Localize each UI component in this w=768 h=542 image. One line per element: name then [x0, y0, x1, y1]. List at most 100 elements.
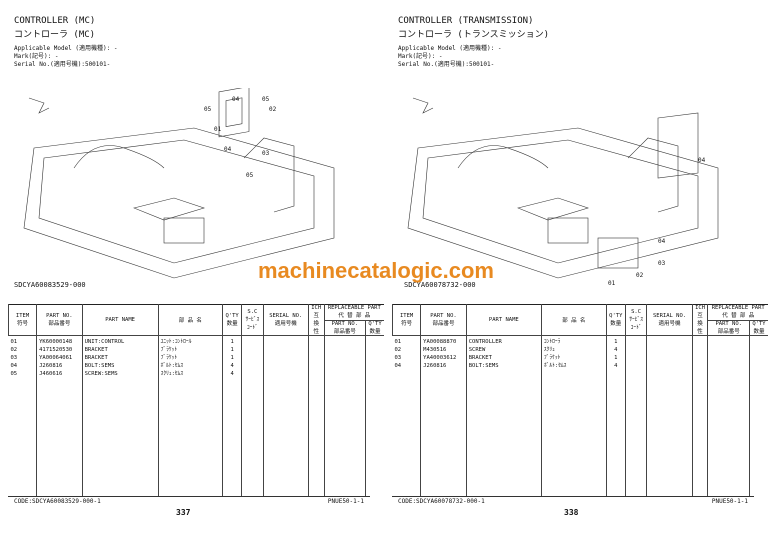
header-serial: SERIAL NO. 適用号機	[646, 304, 693, 336]
jp-name-col: ｺﾝﾄﾛｰﾗ ｽｸﾘｭ ﾌﾞﾗｹｯﾄ ﾎﾞﾙﾄ:ｾﾑｽ	[540, 335, 607, 496]
table-cell: 03	[10, 355, 18, 361]
applicable-model: Applicable Model (適用機種): -	[14, 45, 118, 52]
page-code: CODE:SDCYA60083529-000-1	[14, 498, 101, 505]
callout-label: 04	[658, 238, 666, 245]
callout-label: 05	[246, 172, 254, 179]
header-rep-part-no: PART NO. 部品番号	[323, 320, 366, 336]
table-cell: 1	[614, 339, 618, 345]
machine-frame-drawing	[23, 86, 335, 279]
page-title-en: CONTROLLER (TRANSMISSION)	[398, 16, 534, 26]
page-number: 338	[564, 508, 579, 517]
catalog-page: CONTROLLER (MC)コントローラ (MC)Applicable Mod…	[7, 16, 384, 517]
table-cell: ﾎﾞﾙﾄ:ｾﾑｽ	[543, 363, 567, 369]
revision-code: PNUE50-1-1	[327, 498, 364, 505]
callout-label: 05	[204, 106, 212, 113]
header-rep-qty: Q'TY 数量	[365, 320, 384, 336]
header-part_no: PART NO. 部品番号	[420, 304, 467, 336]
table-cell: YK60000148	[39, 339, 73, 345]
table-cell: J460616	[39, 371, 63, 377]
header-replaceable: REPLACEABLE PART 代 替 部 品	[323, 304, 384, 321]
table-cell: ﾌﾞﾗｹｯﾄ	[543, 355, 561, 361]
table-cell: ｽｸﾘｭ:ｾﾑｽ	[160, 371, 184, 377]
table-cell: 02	[10, 347, 18, 353]
ich-col	[691, 335, 708, 496]
applicable-model: Applicable Model (適用機種): -	[398, 45, 502, 52]
table-cell: BOLT:SEMS	[84, 363, 115, 369]
table-cell: 1	[614, 355, 618, 361]
callout-label: 01	[214, 126, 222, 133]
table-cell: J260816	[39, 363, 63, 369]
header-part_name: PART NAME	[465, 304, 542, 336]
jp-name-col: ﾕﾆｯﾄ:ｺﾝﾄﾛｰﾙ ﾌﾞﾗｹｯﾄ ﾌﾞﾗｹｯﾄ ﾎﾞﾙﾄ:ｾﾑｽ ｽｸﾘｭ:ｾﾑｽ	[157, 335, 223, 496]
callout-label: 01	[608, 280, 616, 287]
page-title-jp: コントローラ (MC)	[14, 30, 96, 40]
header-part_no: PART NO. 部品番号	[36, 304, 83, 336]
header-replaceable: REPLACEABLE PART 代 替 部 品	[707, 304, 768, 321]
serial-col	[262, 335, 309, 496]
table-cell: 4171520530	[39, 347, 73, 353]
watermark: machinecatalogic.com	[258, 258, 494, 283]
callout-label: 03	[262, 150, 270, 157]
table-cell: 1	[230, 347, 234, 353]
diagram-code: SDCYA60078732-000	[404, 281, 476, 289]
serial-col	[646, 335, 693, 496]
table-cell: 01	[10, 339, 18, 345]
table-cell: BRACKET	[468, 355, 492, 361]
table-cell: 1	[230, 355, 234, 361]
callout-label: 05	[262, 96, 270, 103]
header-serial: SERIAL NO. 適用号機	[262, 304, 309, 336]
table-cell: ﾎﾞﾙﾄ:ｾﾑｽ	[160, 363, 184, 369]
table-cell: UNIT:CONTROL	[84, 339, 125, 345]
rep-qty-col	[749, 335, 768, 496]
header-ich: ICH 互 換 性	[691, 304, 708, 336]
table-cell: 4	[230, 371, 234, 377]
table-cell: ﾕﾆｯﾄ:ｺﾝﾄﾛｰﾙ	[160, 339, 192, 345]
table-cell: ﾌﾞﾗｹｯﾄ	[160, 347, 178, 353]
table-cell: M430516	[423, 347, 447, 353]
catalog-page: CONTROLLER (TRANSMISSION) コントローラ (トランスミッシ…	[384, 0, 768, 542]
table-cell: BOLT:SEMS	[468, 363, 499, 369]
header-ich: ICH 互 換 性	[307, 304, 325, 336]
sc-col	[624, 335, 647, 496]
table-cell: YA00064061	[39, 355, 73, 361]
table-cell: 1	[230, 339, 234, 345]
table-cell: SCREW:SEMS	[84, 371, 118, 377]
revision-code: PNUE50-1-1	[711, 498, 748, 505]
callout-label: 02	[636, 272, 644, 279]
callout-label: 04	[232, 96, 240, 103]
header-rep-part-no: PART NO. 部品番号	[707, 320, 750, 336]
table-cell: 01	[394, 339, 402, 345]
footer-rule	[8, 496, 370, 497]
table-cell: YA00088870	[423, 339, 457, 345]
table-cell: 05	[10, 371, 18, 377]
table-cell: 03	[394, 355, 402, 361]
table-cell: ﾌﾞﾗｹｯﾄ	[160, 355, 178, 361]
header-rep-qty: Q'TY 数量	[749, 320, 768, 336]
page-title-jp: コントローラ (トランスミッション)	[398, 30, 550, 40]
rep-part-col	[707, 335, 750, 496]
header-sc: S.C ｻｰﾋﾞｽ ｺｰﾄﾞ	[624, 304, 647, 336]
header-item: ITEM 符号	[391, 304, 421, 336]
header-jp_name: 部 品 名	[157, 304, 223, 336]
table-cell: ｺﾝﾄﾛｰﾗ	[543, 339, 561, 345]
table-cell: ｽｸﾘｭ	[543, 347, 555, 353]
serial-range: Serial No.(適用号機):500101-	[14, 61, 111, 68]
table-cell: CONTROLLER	[468, 339, 502, 345]
table-cell: 04	[394, 363, 402, 369]
